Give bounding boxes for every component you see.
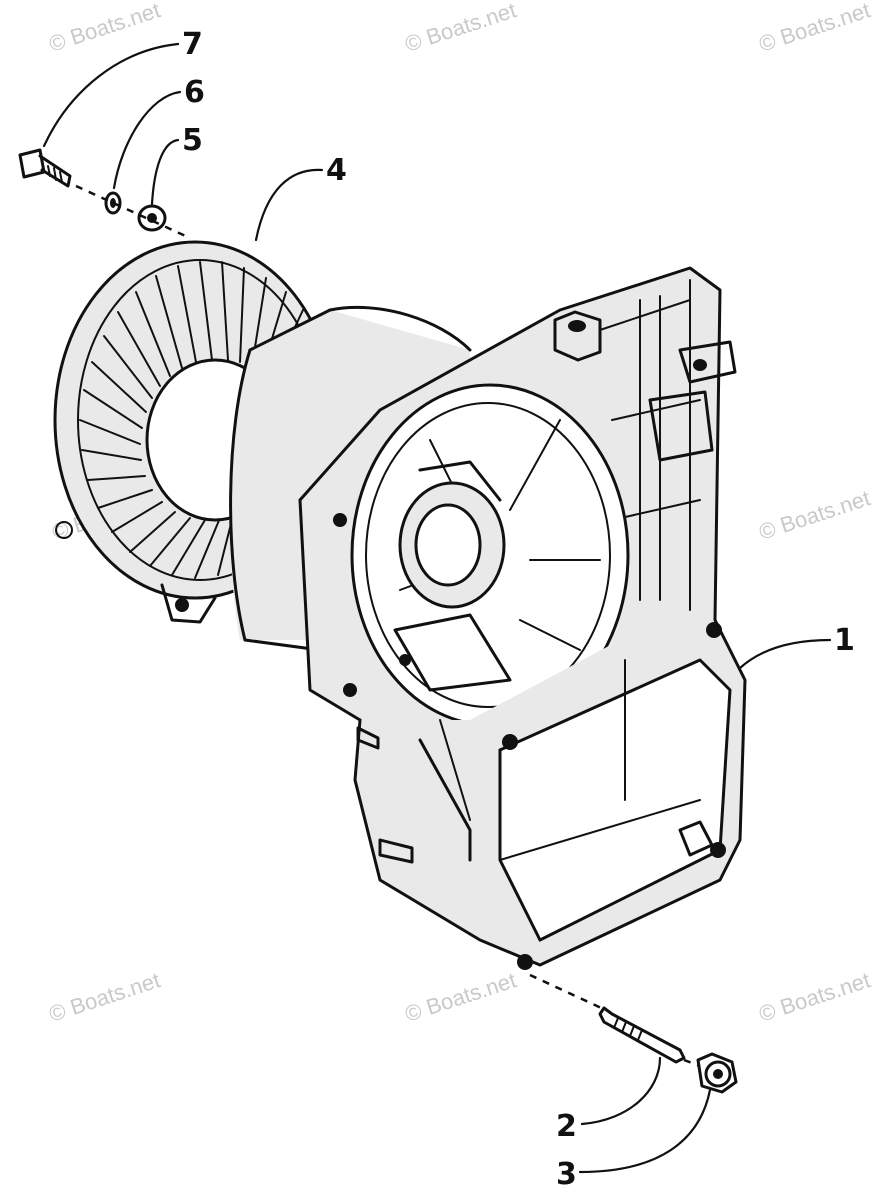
callout-labels: 7 6 5 4 1 2 3 bbox=[182, 27, 855, 1192]
flat-washer-part-5 bbox=[137, 204, 167, 232]
cap-screw-part-7 bbox=[18, 148, 72, 188]
watermark: © Boats.net bbox=[46, 967, 163, 1026]
watermark: © Boats.net bbox=[402, 0, 519, 57]
callout-5: 5 bbox=[182, 123, 203, 158]
assembly-axis-upper bbox=[75, 184, 191, 240]
callout-6: 6 bbox=[184, 75, 205, 110]
assembly-axis-lower bbox=[529, 973, 611, 1014]
watermark: © Boats.net bbox=[756, 485, 873, 544]
callout-7: 7 bbox=[182, 27, 203, 62]
stud-part-2 bbox=[598, 1006, 686, 1064]
watermark: © Boats.net bbox=[756, 967, 873, 1026]
cooling-fins bbox=[79, 261, 317, 579]
flange-nut-part-3 bbox=[696, 1052, 738, 1094]
main-housing-part-1 bbox=[229, 266, 747, 970]
watermark: © Boats.net bbox=[756, 0, 873, 57]
callout-1: 1 bbox=[834, 623, 855, 658]
callout-2: 2 bbox=[556, 1109, 577, 1144]
watermark: © Boats.net bbox=[46, 0, 163, 57]
leader-lines bbox=[42, 42, 832, 1174]
lock-washer-part-6 bbox=[104, 191, 122, 215]
callout-4: 4 bbox=[326, 153, 347, 188]
watermark: © Boats.net bbox=[402, 967, 519, 1026]
callout-3: 3 bbox=[556, 1157, 577, 1192]
